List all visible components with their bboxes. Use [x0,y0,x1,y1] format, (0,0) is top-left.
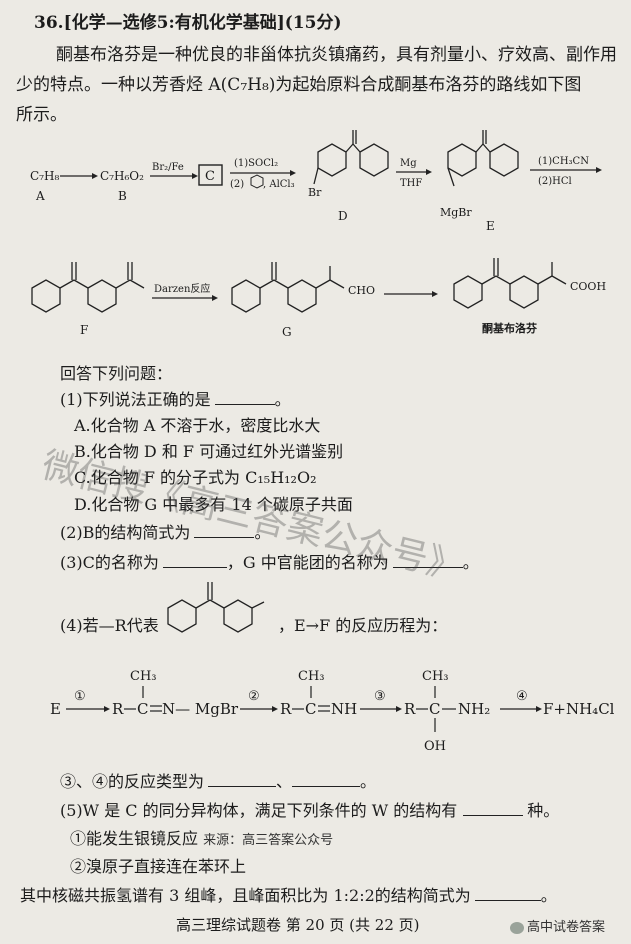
question-3: (3)C的名称为，G 中官能团的名称为。 [60,553,479,572]
intro-line-3: 所示。 [16,105,67,125]
option-b: B.化合物 D 和 F 可通过红外光谱鉴别 [74,442,344,461]
mech-c-2: C [305,700,316,718]
label-g: G [282,325,292,339]
mechanism-scheme: E ① R C CH₃ N— MgBr ② R C CH₃ NH ③ R C C… [50,669,615,754]
compound-e-structure [447,130,519,187]
mech-step-3: ③ [374,689,386,704]
synthesis-scheme-row-1: C₇H₈ A C₇H₆O₂ B Br₂/Fe C (1)SOCl₂ (2) , … [30,130,602,233]
mech-r-3: R [404,700,416,718]
label-d: D [338,209,348,223]
label-e: E [486,219,495,233]
reagent-mg: Mg [400,158,417,169]
reagent-ch3cn: (1)CH₃CN [538,156,589,167]
reagent-hcl: (2)HCl [538,176,572,187]
condition-1: ①能发生银镜反应 来源：高三答案公众号 [70,829,334,848]
mech-oh: OH [424,739,446,754]
mech-c-3: C [429,700,440,718]
question-title: 36.[化学—选修5:有机化学基础](15分) [34,13,342,33]
mech-step-1: ① [74,689,86,704]
q2-answer-blank[interactable] [194,523,255,538]
mech-nh2: NH₂ [458,700,490,718]
compound-g-structure [231,262,345,313]
question-4-types: ③、④的反应类型为、。 [60,772,377,791]
source-note: 来源：高三答案公众号 [203,833,334,848]
compound-d-structure [313,130,389,185]
reagent-socl2: (1)SOCl₂ [234,158,278,169]
benzene-reagent [250,174,264,189]
mech-n-mgbr: N— MgBr [162,700,239,718]
wechat-icon [510,921,524,934]
box-c [198,164,223,186]
mech-r-2: R [280,700,292,718]
question-4-prefix: (4)若—R代表 [60,616,159,635]
option-c: C.化合物 F 的分子式为 C₁₅H₁₂O₂ [74,468,317,487]
label-c: C [205,169,215,184]
reagent-alcl3: , AlCl₃ [263,179,295,190]
g-cho-label: CHO [348,284,375,297]
intro-line-1: 酮基布洛芬是一种优良的非甾体抗炎镇痛药，具有剂量小、疗效高、副作用 [56,45,617,65]
synthesis-scheme-row-2: F Darzen反应 CHO G [31,258,606,339]
cooh-label: COOH [570,280,606,293]
page-footer: 高三理综试题卷 第 20 页 (共 22 页) [176,916,420,934]
mech-step-2: ② [248,689,260,704]
reagent-thf: THF [400,178,422,189]
formula-c7h8: C₇H₈ [30,169,59,183]
question-2: (2)B的结构简式为。 [60,523,271,542]
ketoprofen-structure [453,258,567,309]
mech-products: F+NH₄Cl [543,700,615,718]
nmr-question: 其中核磁共振氢谱有 3 组峰，且峰面积比为 1:2:2的结构简式为。 [20,886,557,905]
label-b: B [118,189,127,203]
answer-prompt: 回答下列问题： [60,364,173,383]
mech-c-1: C [137,700,148,718]
intro-line-2: 少的特点。一种以芳香烃 A(C₇H₈)为起始原料合成酮基布洛芬的路线如下图 [16,75,582,95]
formula-c7h6o2: C₇H₆O₂ [100,169,144,183]
reagent-br2-fe: Br₂/Fe [152,162,184,173]
label-ketoprofen: 酮基布洛芬 [482,321,538,335]
question-1: (1)下列说法正确的是。 [60,390,291,409]
mech-step-4: ④ [516,689,528,704]
reagent-alcl3-prefix: (2) [230,179,244,190]
mech-ch3-3: CH₃ [422,669,449,684]
mech-e: E [50,700,61,718]
d-br-label: Br [308,186,322,199]
q4-type-3-blank[interactable] [208,772,277,787]
mech-nh: NH [331,700,357,718]
label-a: A [35,189,45,203]
question-5: (5)W 是 C 的同分异构体，满足下列条件的 W 的结构有种。 [60,801,560,820]
compound-f-structure [31,262,145,313]
wechat-badge: 高中试卷答案 [510,916,605,935]
option-a: A.化合物 A 不溶于水，密度比水大 [74,416,321,435]
condition-2: ②溴原子直接连在苯环上 [70,857,247,876]
mech-ch3-2: CH₃ [298,669,325,684]
option-d: D.化合物 G 中最多有 14 个碳原子共面 [74,495,353,514]
q3-c-name-blank[interactable] [162,553,227,568]
r-group-structure [167,582,265,633]
q1-answer-blank[interactable] [214,390,275,405]
question-4-suffix: ，E→F 的反应历程为： [278,616,448,635]
nmr-answer-blank[interactable] [474,886,541,901]
q4-type-4-blank[interactable] [292,772,361,787]
q5-count-blank[interactable] [463,801,524,816]
e-mgbr-label: MgBr [440,206,472,219]
label-f: F [80,323,88,337]
reagent-darzen: Darzen反应 [154,282,210,295]
mech-ch3-1: CH₃ [130,669,157,684]
q3-g-group-blank[interactable] [392,553,463,568]
mech-r-1: R [112,700,124,718]
